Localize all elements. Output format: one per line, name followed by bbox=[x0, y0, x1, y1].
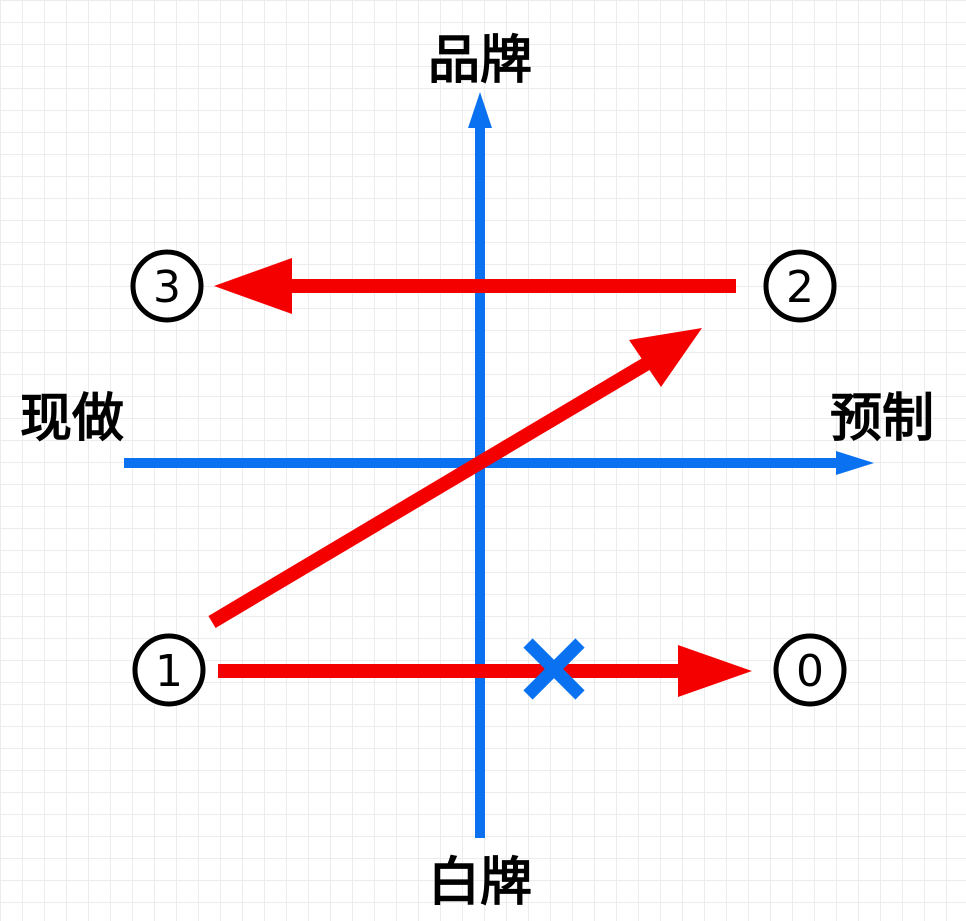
node-1: 1 bbox=[132, 633, 206, 707]
node-0-label: 0 bbox=[796, 646, 824, 697]
arrow-2-to-3 bbox=[214, 258, 736, 314]
horizontal-axis-arrowhead bbox=[836, 451, 874, 475]
arrow-2-to-3-head bbox=[214, 258, 292, 314]
node-0-circle bbox=[773, 633, 847, 707]
vertical-axis-arrowhead bbox=[468, 92, 492, 128]
axis-label-left: 现做 bbox=[20, 389, 124, 449]
node-1-circle bbox=[132, 633, 206, 707]
node-1-label: 1 bbox=[155, 646, 183, 697]
arrow-1-to-2-head bbox=[629, 328, 702, 387]
node-3-circle bbox=[130, 249, 204, 323]
arrow-1-to-0 bbox=[218, 645, 752, 697]
axis-label-bottom: 白牌 bbox=[428, 853, 532, 913]
node-2: 2 bbox=[763, 249, 837, 323]
node-2-label: 2 bbox=[786, 262, 814, 313]
axis-label-right: 预制 bbox=[830, 389, 934, 449]
arrow-1-to-2 bbox=[208, 328, 702, 629]
blocked-cross-icon bbox=[523, 638, 585, 700]
node-3-label: 3 bbox=[153, 262, 181, 313]
vertical-axis bbox=[468, 92, 492, 838]
arrow-1-to-2-shaft bbox=[208, 357, 650, 629]
arrow-1-to-0-head bbox=[678, 645, 752, 697]
node-2-circle bbox=[763, 249, 837, 323]
node-3: 3 bbox=[130, 249, 204, 323]
axis-label-top: 品牌 bbox=[428, 31, 532, 91]
node-0: 0 bbox=[773, 633, 847, 707]
